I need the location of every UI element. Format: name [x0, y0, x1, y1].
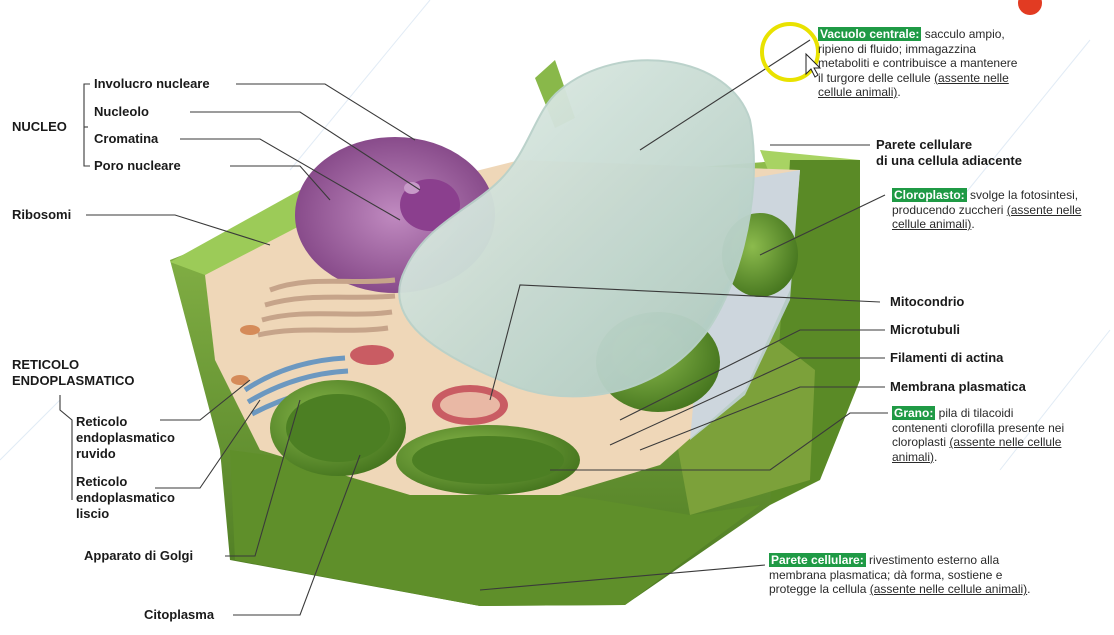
callout-cloroplasto-title: Cloroplasto: [892, 188, 967, 202]
label-parete-adiacente: Parete cellulare di una cellula adiacent… [876, 137, 1022, 169]
nucleo-bracket [84, 84, 90, 166]
label-ribosomi: Ribosomi [12, 207, 71, 223]
callout-parete-title: Parete cellulare: [769, 553, 866, 567]
label-reticolo-ruvido: Reticolo endoplasmatico ruvido [76, 414, 175, 462]
label-reticolo-endoplasmatico: RETICOLO ENDOPLASMATICO [12, 357, 135, 389]
callout-parete-end: . [1027, 582, 1030, 596]
callout-cloroplasto: Cloroplasto: svolge la fotosintesi, prod… [892, 188, 1082, 232]
callout-grano-title: Grano: [892, 406, 935, 420]
label-membrana-plasmatica: Membrana plasmatica [890, 379, 1026, 395]
callout-cloroplasto-end: . [971, 217, 974, 231]
label-involucro-nucleare: Involucro nucleare [94, 76, 210, 92]
reticolo-bracket [60, 395, 72, 500]
callout-parete: Parete cellulare: rivestimento esterno a… [769, 553, 1044, 597]
callout-grano: Grano: pila di tilacoidi contenenti clor… [892, 406, 1072, 464]
callout-grano-end: . [934, 450, 937, 464]
cursor-highlight-ring [762, 24, 818, 80]
label-nucleolo: Nucleolo [94, 104, 149, 120]
red-badge [1018, 0, 1042, 15]
label-poro-nucleare: Poro nucleare [94, 158, 181, 174]
label-cromatina: Cromatina [94, 131, 158, 147]
callout-vacuolo: Vacuolo centrale: sacculo ampio, ripieno… [818, 27, 1018, 100]
callout-vacuolo-end: . [897, 85, 900, 99]
label-nucleo: NUCLEO [12, 119, 67, 135]
label-mitocondrio: Mitocondrio [890, 294, 964, 310]
label-citoplasma: Citoplasma [144, 607, 214, 623]
label-apparato-golgi: Apparato di Golgi [84, 548, 193, 564]
label-reticolo-liscio: Reticolo endoplasmatico liscio [76, 474, 175, 522]
callout-vacuolo-title: Vacuolo centrale: [818, 27, 921, 41]
label-filamenti-actina: Filamenti di actina [890, 350, 1003, 366]
label-microtubuli: Microtubuli [890, 322, 960, 338]
callout-parete-note: (assente nelle cellule animali) [870, 582, 1027, 596]
